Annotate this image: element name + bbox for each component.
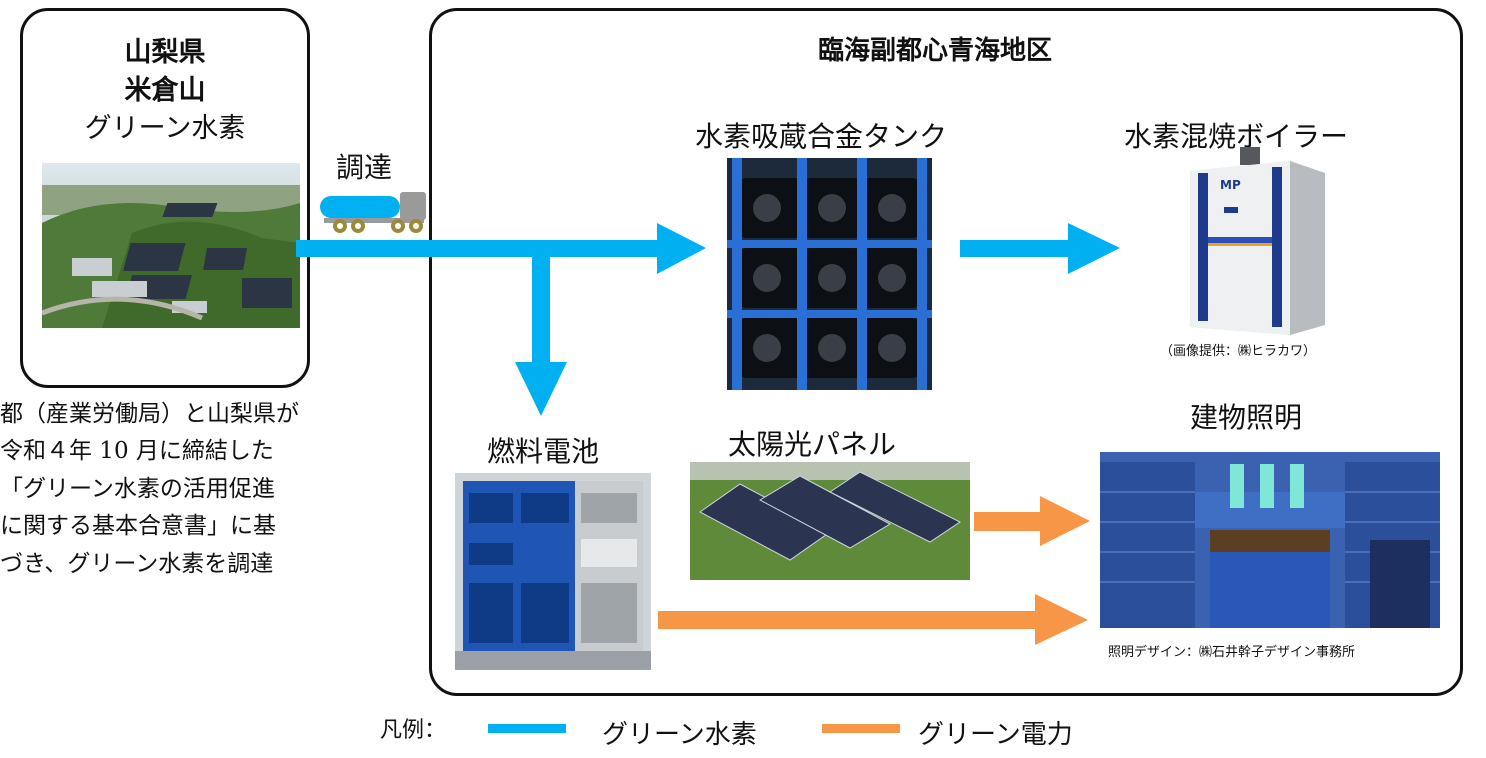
description-line-2: 令和４年 10 月に締結した [0, 438, 274, 464]
district-box [429, 8, 1463, 696]
legend: 凡例： グリーン水素 グリーン電力 [380, 708, 1140, 750]
description-line-5: づき、グリーン水素を調達 [0, 551, 274, 577]
description-line-4: に関する基本合意書」に基 [0, 513, 276, 539]
boiler-logo-text: MP [1220, 178, 1241, 192]
solar-title: 太陽光パネル [728, 428, 897, 461]
description-line-3: 「グリーン水素の活用促進 [0, 476, 275, 502]
source-title-line-3: グリーン水素 [84, 113, 246, 144]
legend-label: 凡例： [380, 718, 447, 743]
yonekurayama-aerial-photo [42, 163, 300, 328]
source-title-line-2: 米倉山 [124, 75, 206, 106]
legend-hydrogen-label: グリーン水素 [602, 720, 757, 750]
description-line-1: 都（産業労働局）と山梨県が [0, 401, 299, 427]
boiler-title: 水素混焼ボイラー [1124, 120, 1349, 153]
legend-power-swatch [822, 724, 900, 733]
district-title: 臨海副都心青海地区 [817, 36, 1052, 66]
building-lighting-photo [1100, 452, 1440, 628]
source-title-line-1: 山梨県 [124, 37, 206, 68]
legend-hydrogen-swatch [488, 724, 566, 733]
lighting-title: 建物照明 [1190, 401, 1303, 434]
procurement-label: 調達 [336, 151, 393, 184]
lighting-credit: 照明デザイン：㈱石井幹子デザイン事務所 [1108, 645, 1356, 660]
tank-title: 水素吸蔵合金タンク [695, 120, 948, 153]
fuel-cell-title: 燃料電池 [487, 435, 600, 468]
hydrogen-alloy-tank-photo [727, 158, 932, 390]
hydrogen-boiler-image: MP [1180, 147, 1330, 337]
legend-power-label: グリーン電力 [918, 720, 1073, 750]
fuel-cell-photo [455, 473, 651, 670]
boiler-credit: （画像提供：㈱ヒラカワ） [1160, 344, 1317, 359]
solar-panel-photo [690, 462, 970, 580]
tanker-truck-icon [318, 188, 428, 236]
source-box [20, 8, 310, 388]
